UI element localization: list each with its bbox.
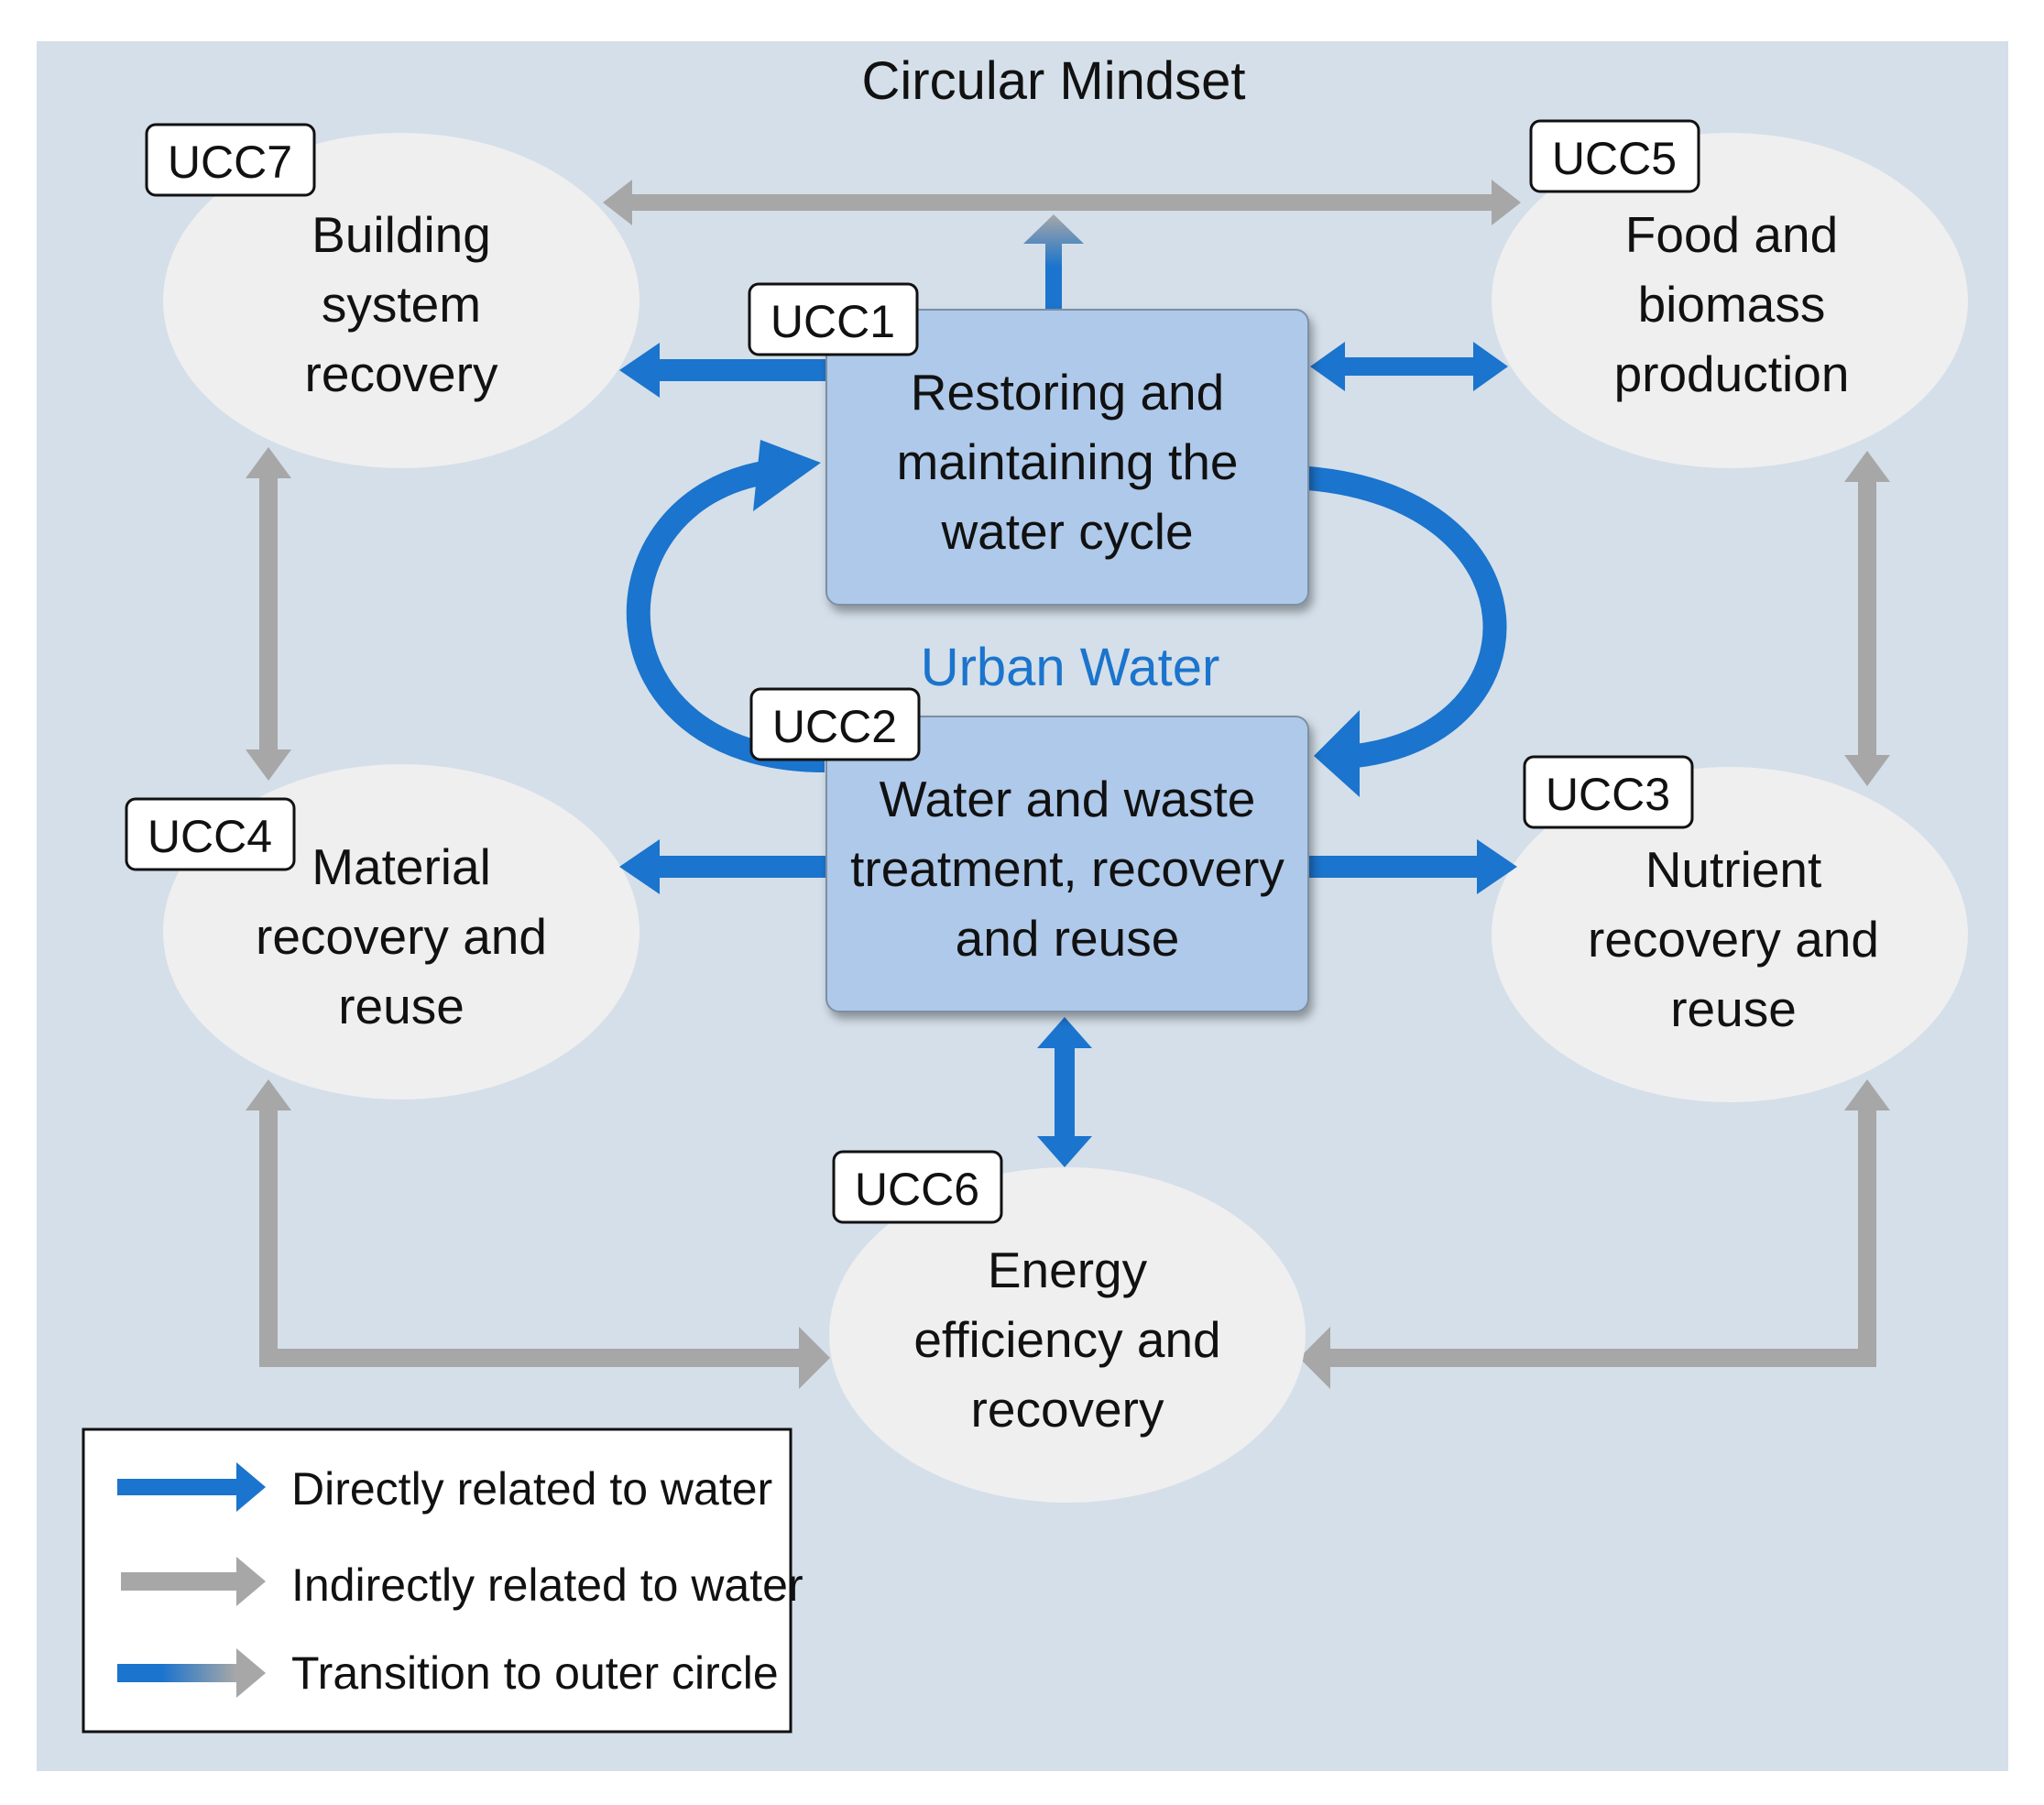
badge-ucc2-label: UCC2 bbox=[772, 701, 897, 752]
badge-ucc7: UCC7 bbox=[145, 123, 316, 197]
node-ucc3-line: reuse bbox=[1670, 980, 1797, 1037]
arrow-ucc2-ucc4 bbox=[619, 839, 829, 894]
node-ucc6-ellipse bbox=[829, 1167, 1306, 1503]
node-ucc6-line: Energy bbox=[988, 1242, 1148, 1298]
badge-ucc6: UCC6 bbox=[832, 1150, 1003, 1224]
badge-ucc7-frame bbox=[145, 123, 316, 197]
badge-ucc1: UCC1 bbox=[748, 282, 919, 356]
node-ucc7-line: recovery bbox=[305, 345, 498, 402]
node-ucc3-line: recovery and bbox=[1588, 911, 1879, 968]
node-ucc1-line: water cycle bbox=[940, 503, 1193, 560]
badge-ucc4-frame bbox=[125, 797, 296, 871]
arrow-ucc2-ucc6 bbox=[1037, 1017, 1092, 1167]
arrow-ucc3-ucc6 bbox=[1299, 1079, 1890, 1389]
legend-transition-arrow bbox=[117, 1648, 266, 1698]
badge-ucc6-frame bbox=[832, 1150, 1003, 1224]
legend: Directly related to water Indirectly rel… bbox=[82, 1428, 803, 1734]
badge-ucc4-label: UCC4 bbox=[148, 811, 272, 862]
arrow-ucc1-ucc5 bbox=[1310, 342, 1508, 391]
badge-ucc5-label: UCC5 bbox=[1552, 133, 1677, 184]
node-ucc2-line: and reuse bbox=[956, 910, 1180, 967]
node-ucc5-text: Food and biomass production bbox=[1614, 206, 1850, 402]
node-ucc7-line: system bbox=[322, 276, 481, 333]
badge-ucc1-frame bbox=[748, 282, 919, 356]
badge-ucc2: UCC2 bbox=[749, 687, 921, 761]
node-ucc6-line: efficiency and bbox=[913, 1311, 1220, 1368]
node-ucc6-line: recovery bbox=[971, 1381, 1164, 1438]
node-ucc2-line: Water and waste bbox=[880, 771, 1256, 827]
badge-ucc5-frame bbox=[1529, 119, 1700, 193]
diagram-title: Circular Mindset bbox=[862, 51, 1246, 111]
badge-ucc3-label: UCC3 bbox=[1546, 769, 1670, 820]
badge-ucc6-label: UCC6 bbox=[855, 1164, 979, 1215]
legend-transition-label: Transition to outer circle bbox=[291, 1647, 779, 1699]
badge-ucc7-label: UCC7 bbox=[168, 137, 292, 188]
badge-ucc3: UCC3 bbox=[1523, 755, 1694, 829]
loop-arc-left bbox=[626, 460, 825, 772]
badge-ucc1-label: UCC1 bbox=[771, 296, 895, 347]
node-ucc4-line: recovery and bbox=[256, 908, 547, 965]
direct-connections bbox=[619, 342, 1517, 1167]
node-ucc2-line: treatment, recovery bbox=[850, 840, 1284, 897]
loop-arrowhead-right bbox=[1314, 710, 1360, 797]
legend-direct-arrow bbox=[117, 1462, 266, 1512]
center-label: Urban Water bbox=[921, 638, 1220, 697]
arrow-ucc7-ucc5 bbox=[603, 180, 1521, 225]
node-ucc7-text: Building system recovery bbox=[305, 206, 498, 402]
arrow-ucc4-ucc6 bbox=[246, 1079, 830, 1389]
node-ucc4-line: reuse bbox=[338, 978, 465, 1034]
loop-arrowhead-left bbox=[753, 440, 821, 511]
indirect-connections bbox=[246, 180, 1890, 1389]
arrow-ucc5-ucc3 bbox=[1844, 451, 1890, 786]
node-ucc5-line: Food and bbox=[1625, 206, 1838, 263]
node-ucc4-line: Material bbox=[312, 838, 491, 895]
node-ucc1-line: Restoring and bbox=[911, 364, 1224, 421]
node-ucc3-text: Nutrient recovery and reuse bbox=[1588, 841, 1879, 1037]
node-ucc2-box bbox=[825, 716, 1309, 1012]
node-ucc4-text: Material recovery and reuse bbox=[256, 838, 547, 1034]
badge-ucc3-frame bbox=[1523, 755, 1694, 829]
node-ucc3-ellipse bbox=[1492, 767, 1968, 1102]
arrow-ucc1-ucc7 bbox=[619, 343, 829, 398]
badge-ucc4: UCC4 bbox=[125, 797, 296, 871]
node-ucc7-ellipse bbox=[163, 133, 639, 468]
node-ucc2-text: Water and waste treatment, recovery and … bbox=[850, 771, 1284, 967]
node-ucc3-line: Nutrient bbox=[1645, 841, 1822, 898]
loop-arc-right bbox=[1306, 466, 1507, 768]
legend-indirect-arrow bbox=[121, 1557, 266, 1606]
arrow-ucc1-transition bbox=[1023, 214, 1084, 310]
node-ucc1-line: maintaining the bbox=[896, 433, 1238, 490]
arrow-ucc2-ucc3 bbox=[1306, 839, 1517, 894]
node-ucc1-text: Restoring and maintaining the water cycl… bbox=[896, 364, 1238, 560]
node-ucc5-line: production bbox=[1614, 345, 1850, 402]
node-ucc5-line: biomass bbox=[1638, 276, 1826, 333]
node-ucc7-line: Building bbox=[312, 206, 491, 263]
legend-direct-label: Directly related to water bbox=[291, 1463, 772, 1515]
water-cycle-loop bbox=[626, 440, 1507, 797]
legend-indirect-label: Indirectly related to water bbox=[291, 1559, 803, 1611]
badge-ucc2-frame bbox=[749, 687, 921, 761]
arrow-ucc7-ucc4 bbox=[246, 447, 291, 781]
node-ucc1-box bbox=[825, 309, 1309, 606]
node-ucc6-text: Energy efficiency and recovery bbox=[913, 1242, 1220, 1438]
node-ucc5-ellipse bbox=[1492, 133, 1968, 468]
badge-ucc5: UCC5 bbox=[1529, 119, 1700, 193]
